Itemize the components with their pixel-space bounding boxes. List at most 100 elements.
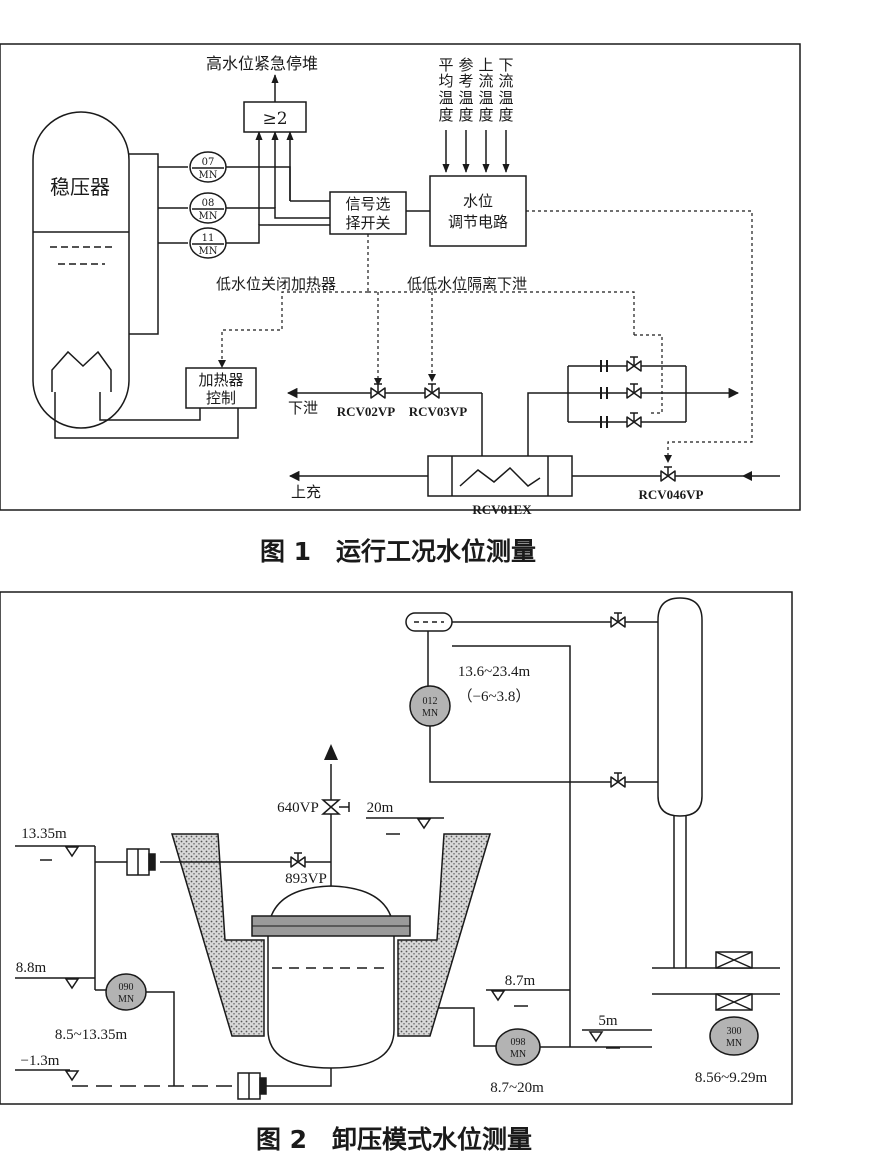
temp-3-c4: 度 <box>478 106 493 124</box>
charging-arrow <box>742 471 752 481</box>
level-m13-label: −1.3m <box>21 1053 60 1069</box>
range-012: 13.6~23.4m <box>458 664 531 680</box>
wire-08 <box>226 207 330 219</box>
valve-893vp-label: 893VP <box>285 871 327 887</box>
figure-1-frame <box>0 43 801 511</box>
sensor-08-bottom: MN <box>199 211 218 222</box>
level-m13-marker <box>65 1070 79 1081</box>
heat-exchanger-label: RCV01EX <box>472 502 532 517</box>
level-88-label: 8.8m <box>16 960 47 976</box>
temp-4-c1: 下 <box>498 56 513 74</box>
heater-wire-2 <box>54 392 239 439</box>
sensor-300 <box>709 1016 759 1056</box>
level-20-marker <box>417 818 431 829</box>
low-level-heater-label: 低水位关闭加热器 <box>216 275 336 293</box>
control-arrowheads <box>218 360 672 463</box>
reference-pot <box>405 612 453 632</box>
vent-arrow <box>324 744 338 760</box>
tank-bottom-valve <box>610 772 626 788</box>
level-87-marker <box>491 990 505 1001</box>
temp-2-c2: 考 <box>458 72 473 90</box>
figure-2 <box>0 591 793 1105</box>
impulse-line-outer <box>129 153 159 335</box>
level-5-label: 5m <box>598 1013 618 1029</box>
sensor-07-top: 07 <box>202 157 215 168</box>
sensor-012-bottom: MN <box>422 708 438 719</box>
valve-893vp <box>290 852 306 868</box>
wire-11 <box>226 224 330 244</box>
control-signals <box>221 210 753 459</box>
orifice-valve-1 <box>626 356 642 372</box>
level-20-label: 20m <box>367 800 394 816</box>
level-5-marker <box>589 1031 603 1042</box>
letdown-label: 下泄 <box>288 399 318 417</box>
valve-rcv046vp-label: RCV046VP <box>639 487 704 502</box>
temp-2-c1: 参 <box>458 56 473 74</box>
pressurizer-vessel <box>32 111 130 429</box>
temp-1-c1: 平 <box>438 56 453 74</box>
sensor-11-top: 11 <box>202 233 215 244</box>
sensor-090-top: 090 <box>119 982 134 993</box>
orifice-valve-3 <box>626 412 642 428</box>
pool-wall-right <box>397 833 492 1037</box>
hx-coil <box>459 466 541 487</box>
heater-element <box>51 350 112 392</box>
tap-090-lower <box>146 991 175 1086</box>
controller-line-2: 调节电路 <box>448 213 508 231</box>
temp-3-c2: 流 <box>478 72 493 90</box>
figure-1-caption: 图 1 运行工况水位测量 <box>260 537 536 566</box>
trip-label: 高水位紧急停堆 <box>206 54 318 73</box>
temp-3-c3: 温 <box>478 89 493 107</box>
range-090: 8.5~13.35m <box>55 1027 128 1043</box>
controller-box <box>429 175 527 247</box>
pool-wall-left <box>170 833 265 1037</box>
temp-2-c4: 度 <box>458 106 473 124</box>
low-low-isolation-label: 低低水位隔离下泄 <box>407 275 527 293</box>
level-1335-marker <box>65 846 79 857</box>
hx-to-orifice <box>527 392 568 456</box>
temp-1-c4: 度 <box>438 106 453 124</box>
temp-input-labels: 平 均 温 度 参 考 温 度 上 流 温 度 下 流 温 度 <box>438 56 513 124</box>
sensor-012-top: 012 <box>423 696 438 707</box>
wire-07 <box>226 166 291 201</box>
figure-2-frame <box>0 591 793 1105</box>
pressurizer-label: 稳压器 <box>50 175 110 199</box>
sensor-090-bottom: MN <box>118 994 134 1005</box>
long-vertical-tap <box>452 645 571 1047</box>
sensor-07-bottom: MN <box>199 170 218 181</box>
sensor-098-bottom: MN <box>510 1049 526 1060</box>
tap-012-lower <box>429 726 658 783</box>
heater-control-line-1: 加热器 <box>198 371 243 389</box>
sensor-08 <box>189 192 227 224</box>
figure-1 <box>0 43 801 511</box>
temp-4-c3: 温 <box>498 89 513 107</box>
range-300: 8.56~9.29m <box>695 1070 768 1086</box>
reactor-vessel <box>267 885 395 1069</box>
range-098: 8.7~20m <box>490 1080 544 1096</box>
tap-098-left <box>438 1007 496 1047</box>
figure-2-labels: 640VP 893VP 20m 13.35m 8.8m −1.3m 8.7m 5… <box>16 664 768 1096</box>
temp-4-c2: 流 <box>498 72 513 90</box>
valve-rcv02vp <box>370 383 386 399</box>
logic-label: ≥2 <box>262 109 287 129</box>
valve-rcv03vp <box>424 383 440 399</box>
temp-3-c1: 上 <box>478 56 493 74</box>
figure-2-caption: 图 2 卸压模式水位测量 <box>256 1125 532 1154</box>
tank-top-valve <box>610 612 626 628</box>
heater-control-box <box>185 367 257 409</box>
sensor-300-bottom: MN <box>726 1038 742 1049</box>
level-1335-label: 13.35m <box>21 826 67 842</box>
temp-2-c3: 温 <box>458 89 473 107</box>
figure-1-labels: 高水位紧急停堆 ≥2 稳压器 07 MN 08 MN 11 MN 信号选 择开关… <box>50 54 704 517</box>
valve-640vp-label: 640VP <box>277 800 319 816</box>
orifice-valve-2 <box>626 383 642 399</box>
sensor-11-bottom: MN <box>199 246 218 257</box>
level-87-label: 8.7m <box>505 973 536 989</box>
temp-1-c2: 均 <box>438 72 453 90</box>
level-column <box>657 597 703 817</box>
range-012-alt: （−6~3.8） <box>458 688 531 705</box>
charging-label: 上充 <box>291 483 321 501</box>
selector-line-1: 信号选 <box>345 195 390 213</box>
controller-line-1: 水位 <box>463 192 493 210</box>
